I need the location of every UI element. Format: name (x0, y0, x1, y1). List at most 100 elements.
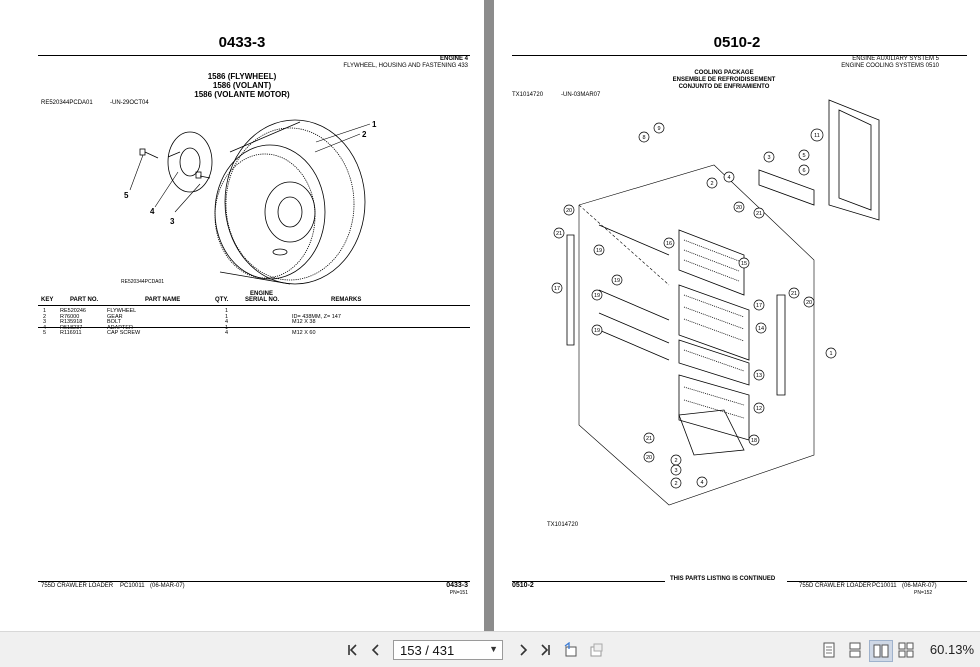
callout-21: 21 (791, 291, 797, 297)
callout-5: 5 (802, 153, 805, 159)
col-serial-no: SERIAL NO. (245, 297, 280, 303)
footer-pc: PC10011 (872, 583, 897, 589)
continuous-view-icon[interactable] (845, 640, 865, 660)
footer-rule-right (787, 581, 967, 582)
header-group: ENGINE COOLING SYSTEMS 0510 (841, 63, 939, 69)
last-page-icon[interactable] (535, 640, 555, 660)
footer-pn: PN=152 (914, 590, 933, 596)
radiator-cores (678, 229, 750, 456)
illustration-date: -UN-03MAR07 (561, 92, 601, 98)
cell-qty: 4 (225, 319, 229, 325)
callout-4: 4 (150, 207, 155, 216)
title-en: 1586 (FLYWHEEL) (207, 72, 277, 81)
two-page-view-icon[interactable] (869, 640, 893, 662)
cell-part-name: CAP SCREW (107, 330, 141, 336)
col-qty: QTY. (215, 297, 229, 303)
callout-3: 3 (170, 217, 175, 226)
callout-20: 20 (646, 455, 652, 461)
footer-rule (38, 581, 470, 582)
assembly-frame (578, 164, 815, 506)
footer-rule-left (512, 581, 665, 582)
cell-part-name: GEAR (107, 313, 123, 320)
first-page-icon[interactable] (343, 640, 363, 660)
callout-19: 19 (594, 293, 600, 299)
header-section: ENGINE 4 (439, 56, 468, 62)
prev-page-icon[interactable] (366, 640, 386, 660)
callout-8: 8 (642, 135, 645, 141)
illustration-title: 1586 (FLYWHEEL) 1586 (VOLANT) 1586 (VOLA… (0, 72, 484, 99)
title-es: CONJUNTO DE ENFRIAMIENTO (678, 84, 770, 90)
callout-circles (551, 122, 837, 489)
callout-16: 16 (666, 241, 672, 247)
callout-15: 15 (741, 261, 747, 267)
cell-part-name: FLYWHEEL (107, 308, 137, 314)
two-page-continuous-view-icon[interactable] (896, 640, 916, 660)
callout-17: 17 (554, 286, 560, 292)
illustration-date: -UN-29OCT04 (110, 100, 149, 106)
footer-model: 755D CRAWLER LOADER (799, 583, 872, 589)
title-en: COOLING PACKAGE (694, 70, 754, 76)
callout-2: 2 (674, 481, 677, 487)
single-page-view-icon[interactable] (819, 640, 839, 660)
callout-numbers: 11 5 6 2 3 8 9 4 21 20 16 19 19 19 19 17… (554, 126, 833, 487)
callout-19: 19 (614, 278, 620, 284)
callout-19: 19 (594, 328, 600, 334)
pdf-page-right: 0510-2 ENGINE AUXILIARY SYSTEM 5 ENGINE … (494, 0, 980, 631)
callout-1: 1 (829, 351, 832, 357)
cell-key: 3 (43, 319, 47, 325)
header-group: FLYWHEEL, HOUSING AND FASTENING 433 (343, 63, 468, 69)
illustration-caption: RE520344PCDA01 (121, 279, 165, 285)
col-engine: ENGINE (250, 291, 274, 297)
flywheel-illustration: 1 2 3 4 5 (124, 119, 377, 285)
callout-21: 21 (646, 436, 652, 442)
callout-18: 18 (751, 438, 757, 444)
callout-5: 5 (124, 191, 129, 200)
header-rule (512, 55, 967, 56)
callout-2: 2 (362, 130, 367, 139)
callout-20: 20 (806, 300, 812, 306)
zoom-level[interactable]: 60.13% (929, 642, 974, 657)
page-title: 0510-2 (713, 34, 761, 51)
illustration-id: TX1014720 (512, 92, 544, 98)
footer-pc: PC10011 (120, 583, 145, 589)
callout-4: 4 (727, 175, 730, 181)
col-key: KEY (41, 297, 54, 303)
callout-3: 3 (674, 468, 677, 474)
document-viewport[interactable]: 0433-3 ENGINE 4 FLYWHEEL, HOUSING AND FA… (0, 0, 980, 631)
footer-model: 755D CRAWLER LOADER (41, 583, 114, 589)
adapter-drawing (167, 131, 213, 193)
callout-12: 12 (756, 406, 762, 412)
cooling-package-illustration: 11 5 6 2 3 8 9 4 21 20 16 19 19 19 19 17… (551, 99, 880, 506)
callout-1: 1 (372, 120, 377, 129)
cell-qty: 4 (225, 330, 229, 336)
cell-key: 5 (43, 330, 47, 336)
callout-21: 21 (556, 231, 562, 237)
callout-leaders (129, 123, 371, 213)
callout-2: 2 (674, 458, 677, 464)
viewer-toolbar: 153 / 431 ▼ 60.13% (0, 631, 980, 667)
callout-11: 11 (814, 133, 820, 139)
footer-pn: PN=151 (449, 590, 468, 596)
chevron-down-icon[interactable]: ▼ (489, 644, 498, 654)
page-number-input[interactable]: 153 / 431 ▼ (393, 640, 503, 660)
title-fr: ENSEMBLE DE REFROIDISSEMENT (672, 77, 776, 83)
cell-key: 2 (43, 313, 47, 320)
page-number-value: 153 / 431 (400, 642, 455, 658)
cell-part-no: R135918 (60, 319, 83, 325)
rotate-icon[interactable] (586, 640, 606, 660)
callout-13: 13 (756, 373, 762, 379)
cell-part-no: R76000 (60, 313, 80, 320)
cell-part-no: RE520246 (60, 308, 86, 314)
callout-labels: 1 2 3 4 5 (124, 120, 377, 226)
cell-qty: 1 (225, 308, 229, 314)
fit-page-icon[interactable] (561, 640, 581, 660)
next-page-icon[interactable] (513, 640, 533, 660)
cell-part-no: R116911 (60, 330, 82, 336)
footer-page-id: 0433-3 (446, 582, 468, 589)
header-section: ENGINE AUXILIARY SYSTEM 5 (852, 56, 939, 62)
title-fr: 1586 (VOLANT) (212, 81, 272, 90)
callout-20: 20 (736, 205, 742, 211)
footer-date: (06-MAR-07) (150, 583, 185, 589)
callout-20: 20 (566, 208, 572, 214)
col-part-name: PART NAME (145, 297, 181, 303)
